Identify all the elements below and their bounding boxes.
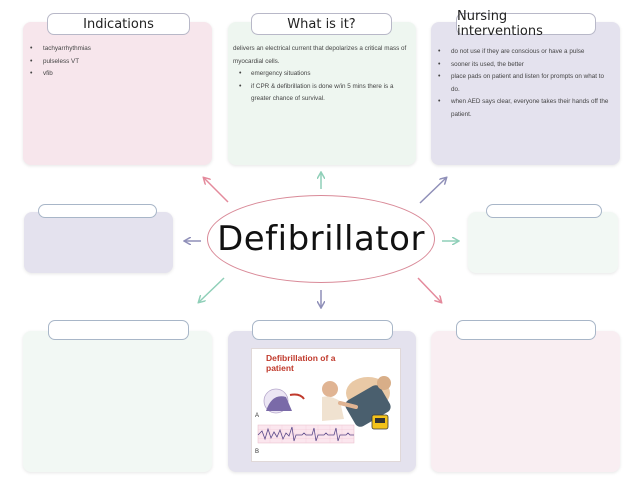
left-middle-tab (38, 204, 157, 218)
list-item: place pads on patient and listen for pro… (436, 71, 614, 96)
center-title: Defibrillator (217, 219, 425, 259)
list-item: if CPR & defibrillation is done w/in 5 m… (233, 81, 413, 106)
illustration-label-b: B (255, 449, 260, 455)
left-middle-card (24, 212, 173, 273)
arrow-up-left-icon (204, 178, 229, 203)
defibrillation-illustration: Defibrillation of a patient A B (251, 348, 401, 462)
list-item: tachyarrhythmias (28, 43, 203, 56)
list-item: emergency situations (233, 68, 413, 81)
right-middle-card (468, 212, 618, 273)
illustration-title: Defibrillation of a patient (266, 353, 336, 373)
list-item: sooner its used, the better (436, 59, 614, 72)
list-item: vfib (28, 68, 203, 81)
what-is-it-body: delivers an electrical current that depo… (233, 43, 413, 106)
illustration-label-a: A (255, 413, 260, 419)
arrow-down-right-icon (417, 277, 441, 302)
list-item: do not use if they are conscious or have… (436, 46, 614, 59)
indications-title: Indications (47, 13, 190, 35)
what-is-it-title: What is it? (251, 13, 392, 35)
center-topic: Defibrillator (207, 195, 435, 283)
bottom-right-tab (456, 320, 596, 340)
bottom-left-card (23, 331, 212, 472)
list-item: pulseless VT (28, 56, 203, 69)
what-is-it-intro: delivers an electrical current that depo… (233, 45, 407, 65)
bottom-right-card (431, 331, 620, 472)
list-item: when AED says clear, everyone takes thei… (436, 96, 614, 121)
arrow-down-left-icon (199, 277, 225, 302)
arrow-up-right-icon (419, 178, 446, 204)
bottom-center-tab (252, 320, 393, 340)
defibrillation-scene-icon (257, 376, 391, 444)
right-middle-tab (486, 204, 602, 218)
bottom-left-tab (48, 320, 189, 340)
nursing-list: do not use if they are conscious or have… (436, 46, 614, 122)
indications-list: tachyarrhythmias pulseless VT vfib (28, 43, 203, 81)
